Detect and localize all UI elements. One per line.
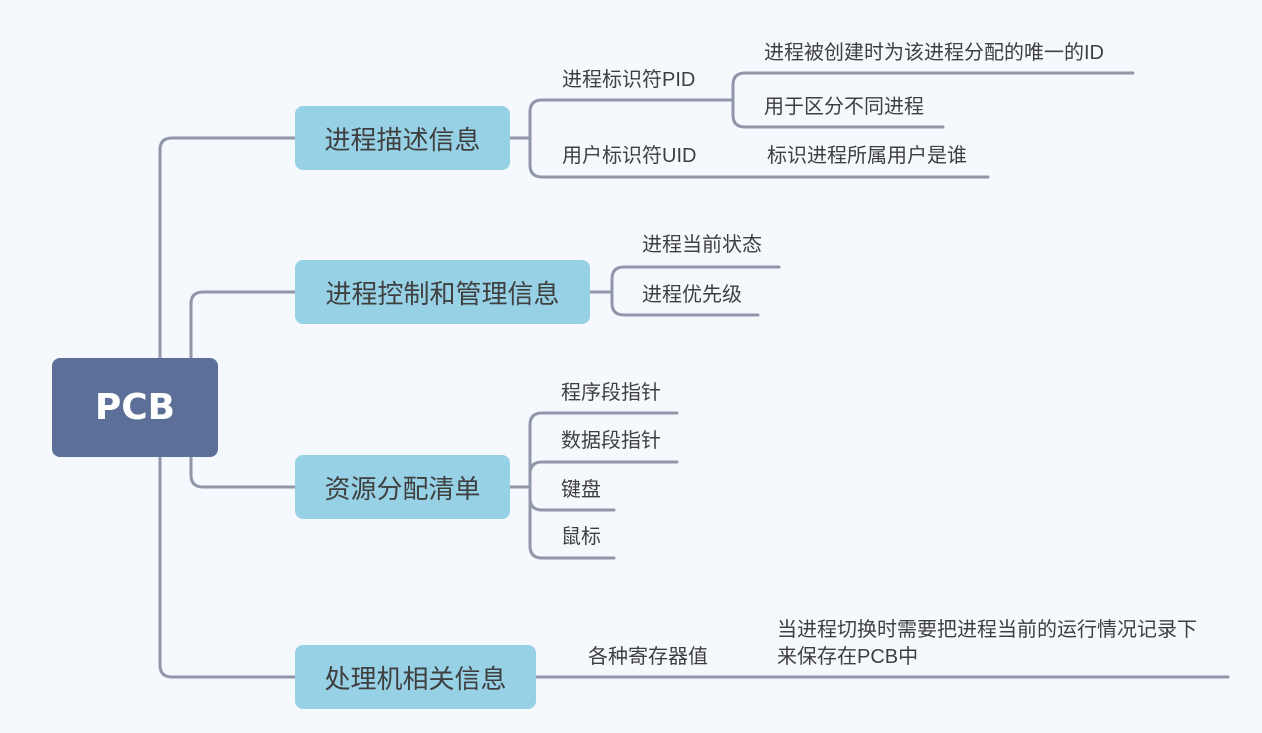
subtopic-data-segment-pointer: 数据段指针 (561, 430, 661, 452)
topic-resource-allocation-list: 资源分配清单 (295, 455, 510, 519)
subtopic-mouse: 鼠标 (561, 526, 601, 548)
subtopic-current-state: 进程当前状态 (642, 234, 762, 256)
subtopic-uid: 用户标识符UID (562, 145, 697, 167)
topic-process-description: 进程描述信息 (295, 106, 510, 170)
subtopic-pid: 进程标识符PID (562, 69, 696, 91)
root-topic: PCB (52, 358, 218, 457)
connector-pid-unique-id (731, 71, 1135, 102)
connector-pid (528, 98, 735, 140)
connector-data-segment-pointer (528, 460, 679, 489)
connector-current-state (610, 265, 781, 294)
connector-root-to-process-description (158, 136, 297, 360)
subtopic-register-values: 各种寄存器值 (588, 646, 708, 668)
connector-pid-distinguish (731, 98, 945, 129)
topic-process-control-management: 进程控制和管理信息 (295, 260, 590, 324)
topic-processor-info: 处理机相关信息 (295, 645, 536, 709)
connector-priority (610, 290, 760, 317)
connector-root-to-resource-list (189, 455, 297, 489)
connector-root-to-control-management (189, 290, 297, 360)
connector-program-segment-pointer (528, 411, 679, 489)
subtopic-keyboard: 键盘 (561, 479, 601, 501)
connector-uid (528, 136, 990, 179)
subtopic-program-segment-pointer: 程序段指针 (561, 382, 661, 404)
subtopic-priority: 进程优先级 (642, 284, 742, 306)
connector-mouse (528, 485, 616, 560)
subtopic-pid-distinguish: 用于区分不同进程 (764, 96, 924, 118)
subtopic-uid-owner: 标识进程所属用户是谁 (767, 145, 967, 167)
subtopic-register-values-note: 当进程切换时需要把进程当前的运行情况记录下 来保存在PCB中 (777, 619, 1197, 668)
connector-root-to-processor-info (158, 455, 297, 679)
subtopic-pid-unique-id: 进程被创建时为该进程分配的唯一的ID (764, 42, 1104, 64)
